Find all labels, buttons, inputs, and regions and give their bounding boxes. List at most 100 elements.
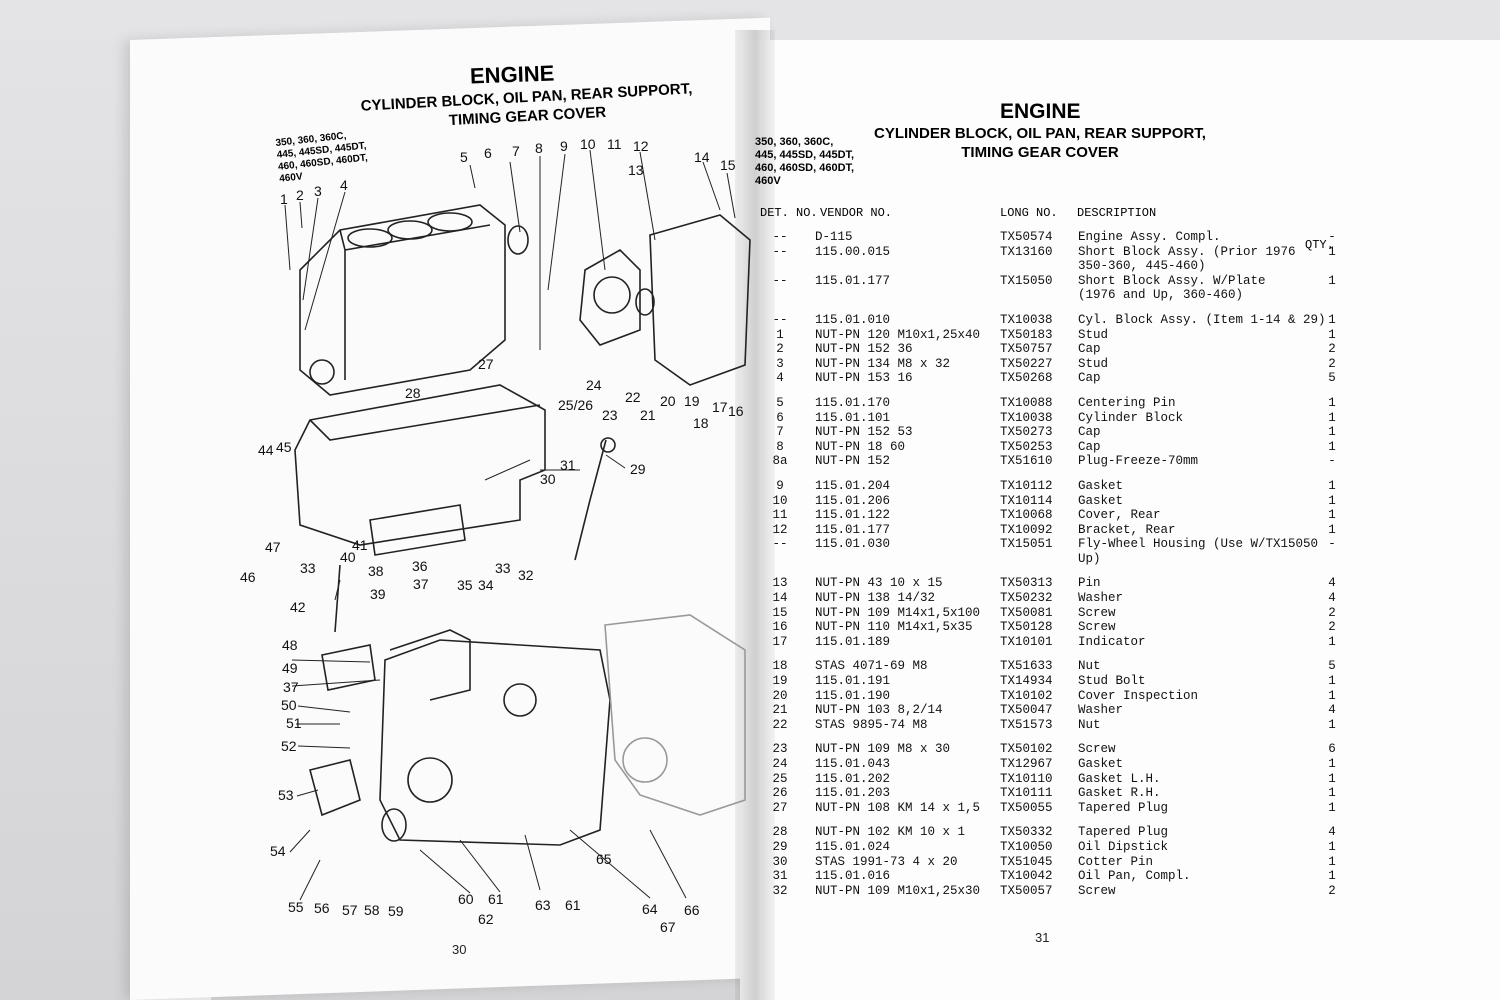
- row-det-no: 6: [776, 410, 784, 425]
- callout-label: 47: [265, 539, 281, 555]
- right-page-number: 31: [1035, 930, 1050, 945]
- row-det-no: --: [772, 273, 788, 288]
- row-description: Washer: [1078, 703, 1124, 718]
- right-page-title: ENGINE: [1000, 100, 1081, 123]
- row-description: Gasket: [1078, 478, 1124, 493]
- row-det-no: 27: [772, 800, 788, 815]
- callout-label: 4: [340, 177, 348, 193]
- callout-label: 15: [720, 157, 736, 173]
- callout-label: 58: [364, 902, 380, 918]
- row-long-no: TX10101: [1000, 634, 1053, 649]
- diagram-linework: [294, 204, 751, 846]
- callout-label: 18: [693, 415, 709, 431]
- row-description: Centering Pin: [1078, 395, 1176, 410]
- gasket-ring: [507, 225, 529, 255]
- row-description: Cylinder Block: [1078, 410, 1184, 425]
- row-det-no: 12: [772, 522, 788, 537]
- background-engine-sketch: [604, 614, 746, 816]
- right-model-line: 460V: [755, 175, 781, 187]
- row-description: Stud: [1078, 327, 1109, 342]
- callout-label: 37: [413, 576, 429, 592]
- timing-cover-boss: [407, 757, 453, 803]
- row-long-no: TX10110: [1000, 771, 1053, 786]
- callout-label: 28: [405, 385, 421, 401]
- row-qty: 1: [1328, 478, 1336, 493]
- row-description: Screw: [1078, 605, 1116, 620]
- timing-cover-gasket: [389, 629, 471, 701]
- row-long-no: TX10112: [1000, 478, 1053, 493]
- right-subtitle-line2: TIMING GEAR COVER: [961, 144, 1119, 161]
- callout-label: 30: [540, 471, 556, 487]
- oil-pan-shape: [294, 384, 546, 546]
- callout-label: 57: [342, 902, 358, 918]
- row-long-no: TX50332: [1000, 825, 1053, 840]
- callout-label: 46: [240, 569, 256, 585]
- row-det-no: 10: [772, 493, 788, 508]
- row-qty: 5: [1328, 371, 1336, 386]
- callout-label: 37: [283, 679, 299, 695]
- callout-label: 45: [276, 439, 292, 455]
- row-det-no: 20: [772, 688, 788, 703]
- left-page-number: 30: [452, 942, 467, 957]
- row-description: Engine Assy. Compl.: [1078, 230, 1221, 244]
- row-vendor-no: 115.01.170: [815, 395, 891, 410]
- row-vendor-no: 115.01.203: [815, 786, 891, 801]
- row-qty: 1: [1328, 839, 1336, 854]
- row-qty: 4: [1328, 825, 1336, 840]
- row-det-no: 1: [776, 327, 784, 342]
- row-det-no: 13: [772, 576, 788, 591]
- callout-label: 59: [388, 903, 404, 919]
- cylinder-bore: [427, 212, 473, 232]
- row-long-no: TX50268: [1000, 371, 1053, 386]
- callout-label: 21: [640, 407, 656, 423]
- row-description: Bracket, Rear: [1078, 522, 1176, 537]
- row-long-no: TX51610: [1000, 454, 1053, 469]
- row-qty: 1: [1328, 493, 1336, 508]
- row-det-no: --: [772, 244, 788, 259]
- row-vendor-no: 115.00.015: [815, 244, 891, 259]
- callout-label: 5: [460, 149, 468, 165]
- callout-label: 55: [288, 899, 304, 915]
- row-det-no: 21: [772, 703, 788, 718]
- row-description: Nut: [1078, 717, 1101, 732]
- callout-labels: 1 2 3 4 5 6 7 8 9 10 11 12 13 14 15 16 1…: [240, 136, 744, 935]
- cylinder-block-top: [339, 224, 491, 380]
- callout-label: 19: [684, 393, 700, 409]
- row-vendor-no: NUT-PN 103 8,2/14: [815, 703, 943, 718]
- row-long-no: TX50273: [1000, 425, 1053, 440]
- row-long-no: TX10038: [1000, 410, 1053, 425]
- row-vendor-no: NUT-PN 152: [815, 454, 891, 469]
- row-qty: 1: [1328, 273, 1336, 288]
- row-det-no: 28: [772, 825, 788, 840]
- callout-label: 66: [684, 902, 700, 918]
- row-qty: 1: [1328, 508, 1336, 523]
- right-model-line: 350, 360, 360C,: [755, 136, 834, 148]
- row-qty: 1: [1328, 634, 1336, 649]
- leader-lines: [284, 149, 736, 901]
- row-qty: 2: [1328, 605, 1336, 620]
- row-det-no: --: [772, 230, 788, 244]
- callout-label: 62: [478, 911, 494, 927]
- callout-label: 63: [535, 897, 551, 913]
- callout-label: 3: [314, 183, 322, 199]
- row-vendor-no: STAS 1991-73 4 x 20: [815, 854, 958, 869]
- row-vendor-no: 115.01.191: [815, 674, 891, 689]
- callout-label: 27: [478, 356, 494, 372]
- row-description: Cover, Rear: [1078, 508, 1161, 523]
- timing-cover-shape: [379, 639, 611, 846]
- row-det-no: 22: [772, 717, 788, 732]
- row-long-no: TX15050: [1000, 273, 1053, 288]
- long-bolt-shape: [334, 564, 341, 633]
- row-vendor-no: NUT-PN 138 14/32: [815, 591, 936, 606]
- row-det-no: 15: [772, 605, 788, 620]
- row-det-no: 18: [772, 659, 788, 674]
